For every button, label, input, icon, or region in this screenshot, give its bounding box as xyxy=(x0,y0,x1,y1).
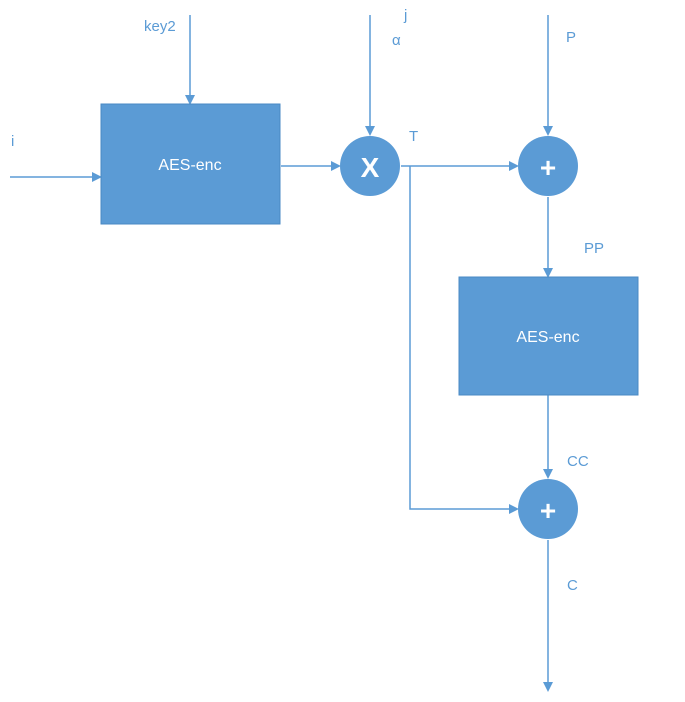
label-t: T xyxy=(409,128,418,145)
label-j: j xyxy=(403,7,407,24)
label-c: C xyxy=(567,577,578,594)
label-i: i xyxy=(11,133,14,150)
multiply-operator-symbol: X xyxy=(361,152,380,183)
aes-enc-block-1 xyxy=(100,103,281,225)
xor-operator-1 xyxy=(518,136,578,196)
aes-enc-block-1-label: AES-enc xyxy=(158,157,221,174)
aes-enc-block-2 xyxy=(458,276,639,396)
label-key2: key2 xyxy=(144,18,176,35)
arrow-t-branch-to-xor2 xyxy=(409,166,519,514)
aes-enc-block-2-label: AES-enc xyxy=(516,329,579,346)
label-pp: PP xyxy=(584,240,604,257)
multiply-operator xyxy=(340,136,400,196)
xor-operator-2-symbol: + xyxy=(540,495,556,526)
label-cc: CC xyxy=(567,453,589,470)
label-p: P xyxy=(566,29,576,46)
xor-operator-2 xyxy=(518,479,578,539)
label-alpha: α xyxy=(392,32,401,49)
xor-operator-1-symbol: + xyxy=(540,152,556,183)
